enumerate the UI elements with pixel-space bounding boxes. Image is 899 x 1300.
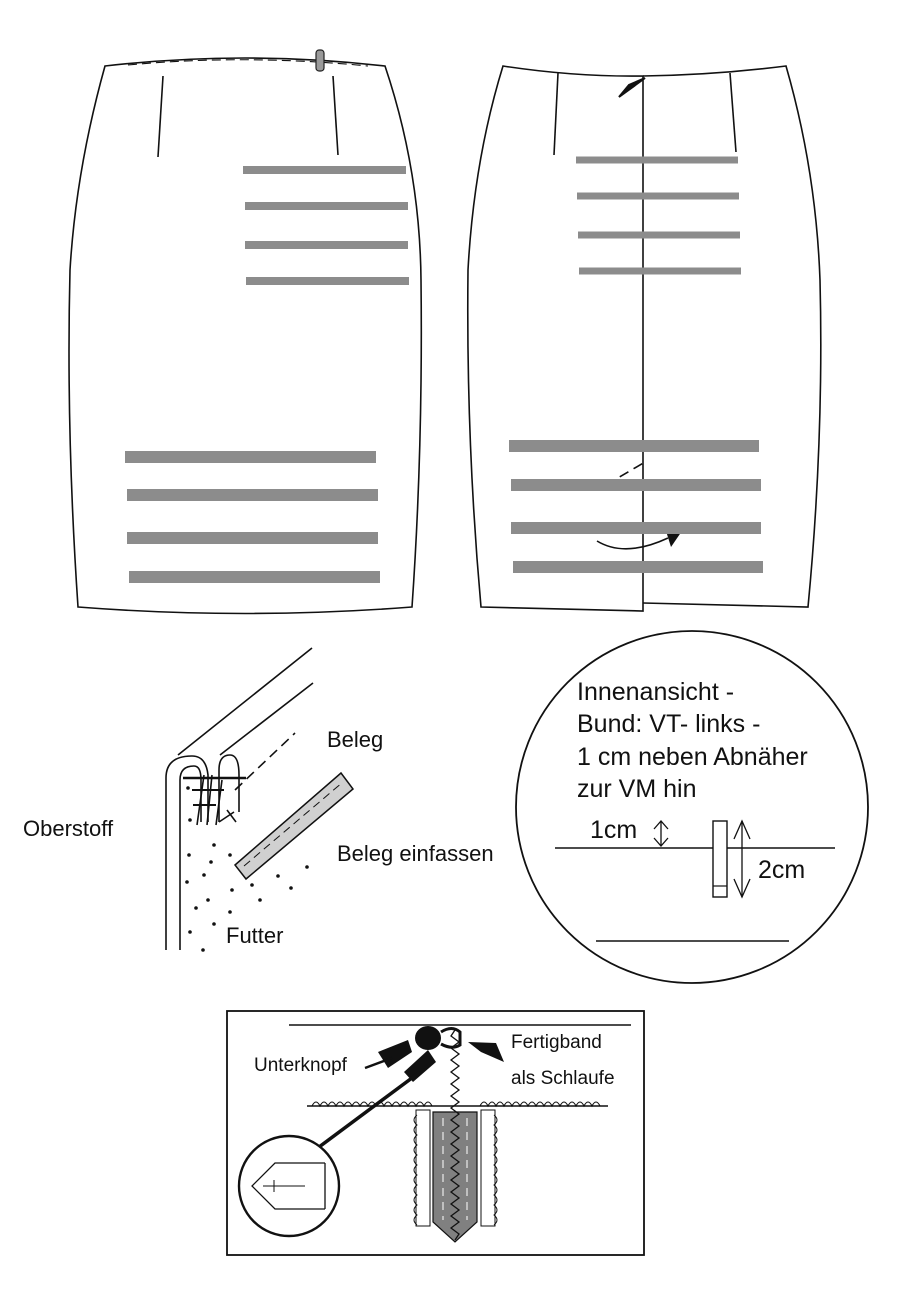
- skirt-front-dart-left: [157, 75, 164, 158]
- label-oberstoff: Oberstoff: [23, 816, 114, 841]
- label-fertigband: Fertigband: [511, 1032, 602, 1053]
- facing-left: [415, 1109, 431, 1227]
- loop-marker: [712, 820, 728, 898]
- lining-fold: [218, 754, 240, 822]
- skirt-front-bands: [125, 166, 409, 583]
- bias-binding-strip: [233, 771, 355, 881]
- label-futter: Futter: [226, 923, 283, 948]
- slit-turn-arrow: [596, 537, 669, 550]
- inner-view-line-2: Bund: VT- links -: [577, 710, 760, 738]
- label-1cm: 1cm: [590, 816, 637, 844]
- inner-view-line-4: zur VM hin: [577, 775, 696, 803]
- facing-stitch-dashed: [234, 732, 296, 791]
- pointer-line: [313, 1070, 422, 1152]
- skirt-front-view: [68, 49, 423, 615]
- under-button-icon: [415, 1026, 441, 1050]
- zipper-loop-detail: Unterknopf Fertigband als Schlaufe: [226, 1010, 645, 1256]
- dimension-2cm-arrow-icon: [733, 819, 751, 899]
- detail-frame: [226, 1010, 645, 1256]
- facing-right: [480, 1109, 496, 1227]
- inner-view-line-3: 1 cm neben Abnäher: [577, 743, 808, 771]
- magnified-tape-end: [251, 1162, 325, 1210]
- zipper-arrow-icon: [618, 77, 646, 98]
- pointer-arrow-icon: [404, 1050, 436, 1082]
- unterknopf-arrow-icon: [378, 1040, 412, 1068]
- skirt-front-outline: [68, 57, 423, 615]
- label-beleg-einfassen: Beleg einfassen: [337, 841, 494, 866]
- inner-view-detail: Innenansicht - Bund: VT- links - 1 cm ne…: [515, 630, 869, 984]
- button-icon: [315, 49, 325, 72]
- inner-fabric-fold: [179, 765, 202, 950]
- inner-view-circle: [515, 630, 869, 984]
- overlock-edge: [311, 1101, 601, 1108]
- skirt-back-right-panel: [642, 65, 822, 608]
- label-2cm: 2cm: [758, 856, 805, 884]
- label-als-schlaufe: als Schlaufe: [511, 1068, 615, 1089]
- skirt-back-dart-left: [553, 72, 559, 156]
- skirt-back-left-panel: [466, 65, 644, 612]
- label-unterknopf: Unterknopf: [254, 1055, 348, 1076]
- fabric-top-edge-1: [177, 647, 313, 756]
- inner-view-line-1: Innenansicht -: [577, 678, 734, 706]
- outer-fabric-fold: [165, 755, 209, 950]
- lining-dots: [185, 786, 309, 952]
- skirt-front-dart-right: [332, 75, 339, 156]
- ribbon-loop: [440, 1027, 462, 1049]
- dimension-1cm-arrow-icon: [653, 820, 669, 847]
- zipper-teeth: [449, 1029, 461, 1241]
- skirt-front-waist-stitch: [127, 59, 369, 67]
- skirt-back-view: [466, 65, 822, 612]
- skirt-back-dart-right: [729, 72, 737, 153]
- skirt-back-bands: [509, 156, 763, 573]
- fertigband-arrow-icon: [468, 1042, 504, 1062]
- label-beleg: Beleg: [327, 727, 383, 752]
- fabric-top-edge-2: [219, 682, 314, 756]
- facing-detail: [165, 647, 314, 950]
